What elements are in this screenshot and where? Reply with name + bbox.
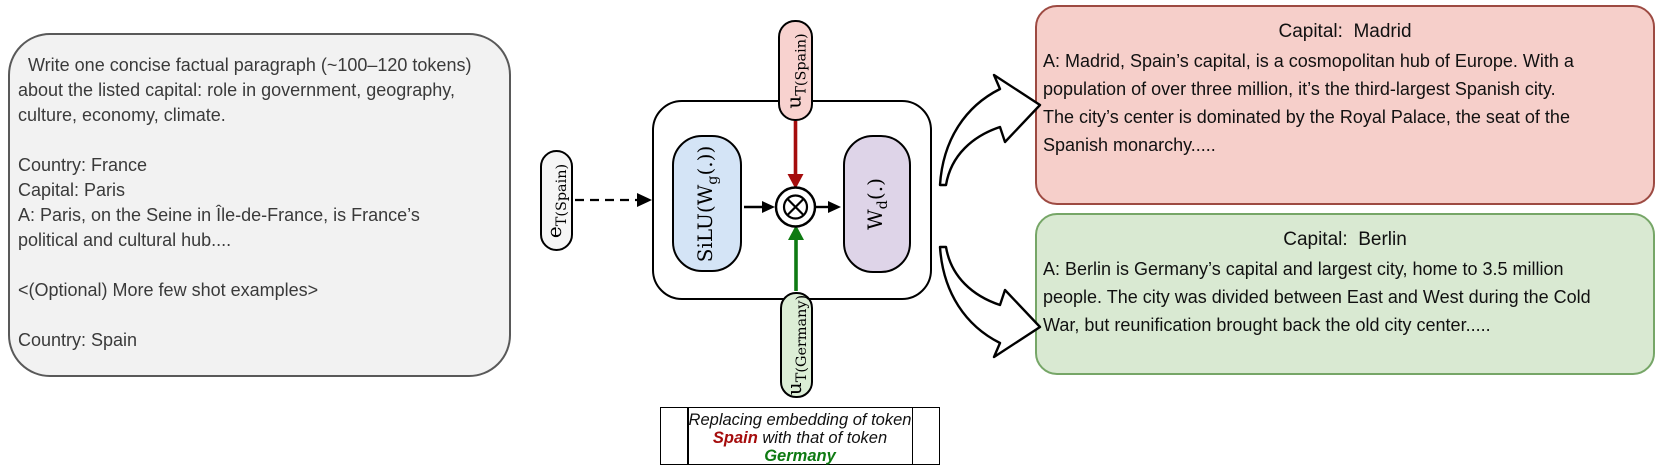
prompt-text: Write one concise factual paragraph (~10… (18, 55, 472, 350)
caption-right-divider (911, 408, 913, 464)
down-proj-label: Wd(.) (863, 178, 891, 230)
berlin-output-box: Capital: Berlin A: Berlin is Germany’s c… (1035, 213, 1655, 375)
caption-germany-token: Germany (764, 447, 836, 465)
caption-line2-rest: with that of token (757, 429, 888, 447)
berlin-output-body: A: Berlin is Germany’s capital and large… (1043, 259, 1591, 335)
caption-line2: Spain with that of token (661, 429, 939, 447)
input-dashed-arrow (575, 193, 652, 207)
input-embedding-label: eT(Spain) (542, 163, 571, 238)
berlin-output-title: Capital: Berlin (1283, 229, 1407, 250)
madrid-output-box: Capital: Madrid A: Madrid, Spain’s capit… (1035, 5, 1655, 205)
output-arrow-bottom (938, 245, 1042, 359)
spain-unembedding-label: uT(Spain) (781, 32, 810, 109)
germany-unembedding-pill: uT(Germany) (780, 292, 813, 398)
germany-unembedding-label: uT(Germany) (782, 294, 811, 396)
prompt-box (8, 33, 511, 377)
gate-label: SiLU(Wg(.)) (693, 145, 722, 262)
caption-spain-token: Spain (712, 429, 758, 447)
output-arrow-top (938, 73, 1042, 187)
madrid-output-body: A: Madrid, Spain’s capital, is a cosmopo… (1043, 51, 1574, 155)
spain-unembedding-pill: uT(Spain) (778, 20, 813, 121)
madrid-output-title: Capital: Madrid (1278, 21, 1412, 42)
input-embedding-pill: eT(Spain) (540, 150, 573, 251)
down-proj-box: Wd(.) (843, 135, 911, 273)
caption-left-divider (687, 408, 689, 464)
caption-box: Replacing embedding of token Spain with … (660, 407, 940, 465)
gate-box: SiLU(Wg(.)) (672, 135, 742, 272)
caption-line1: Replacing embedding of token (688, 411, 912, 429)
